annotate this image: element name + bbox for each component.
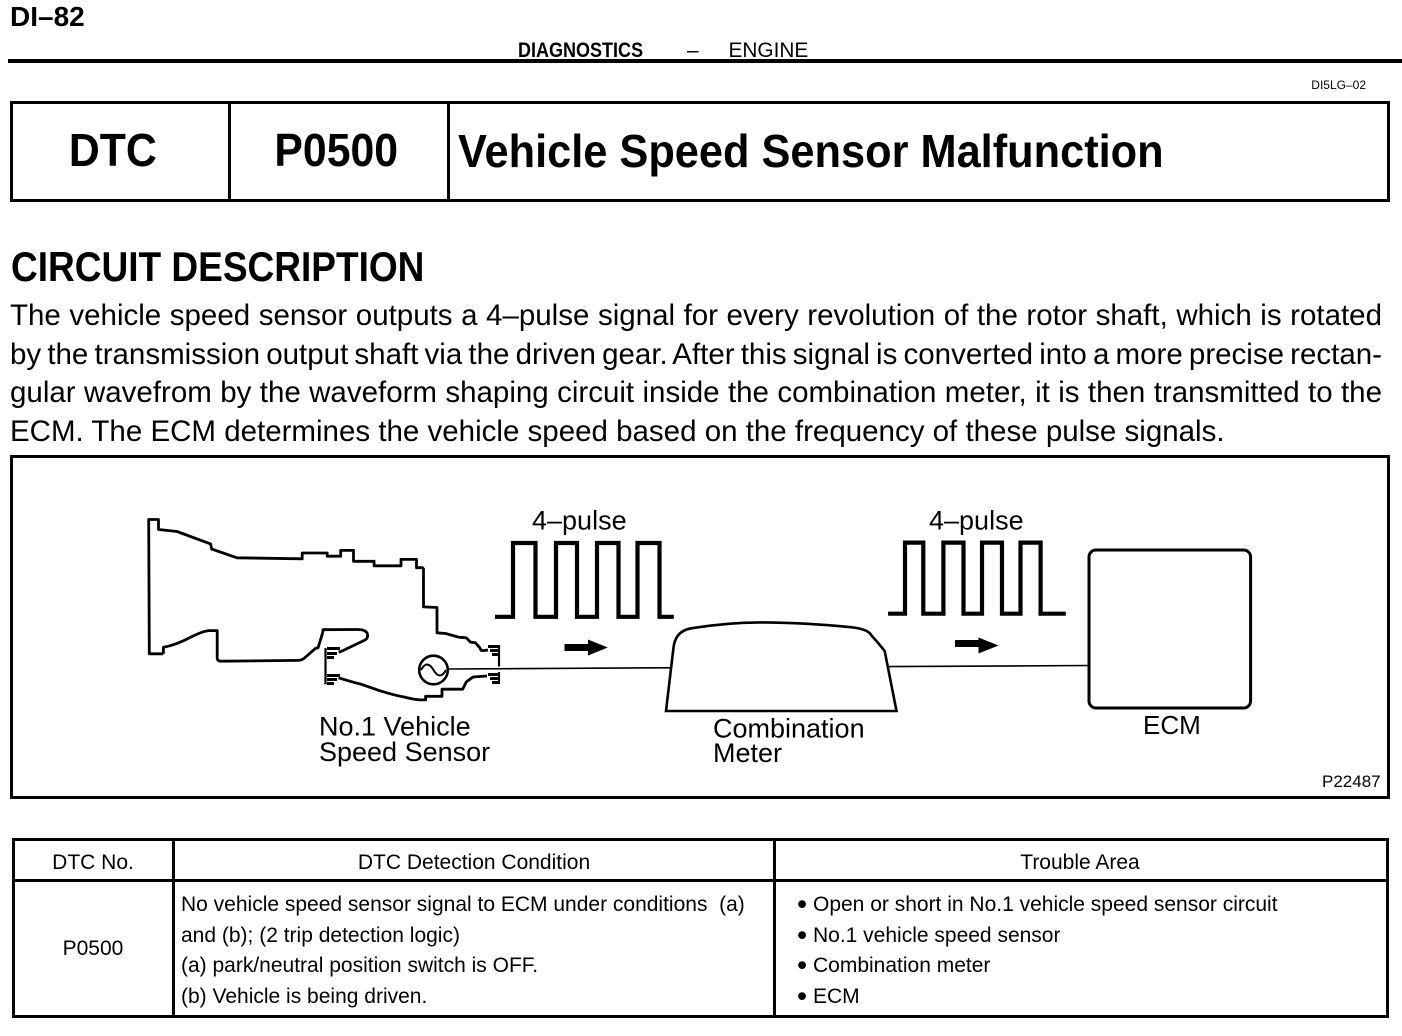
svg-text:Meter: Meter [713, 738, 782, 768]
svg-text:Combination: Combination [713, 714, 865, 744]
svg-text:4–pulse: 4–pulse [929, 506, 1024, 536]
svg-text:4–pulse: 4–pulse [532, 506, 627, 536]
svg-text:ECM: ECM [1143, 710, 1201, 740]
svg-text:P22487: P22487 [1322, 772, 1381, 791]
svg-text:Speed Sensor: Speed Sensor [319, 737, 490, 767]
svg-text:No.1 Vehicle: No.1 Vehicle [319, 711, 471, 741]
